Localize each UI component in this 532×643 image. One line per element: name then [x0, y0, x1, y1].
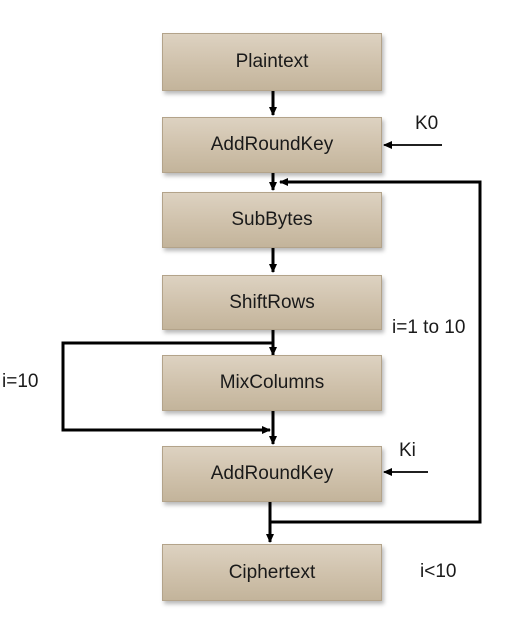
key-k0-label: K0	[415, 113, 439, 134]
round-range-label: i=1 to 10	[392, 317, 466, 338]
plaintext-label: Plaintext	[235, 51, 309, 72]
mixcolumns-box: MixColumns	[162, 355, 382, 411]
subbytes-box: SubBytes	[162, 192, 382, 248]
addroundkey-initial-box: AddRoundKey	[162, 117, 382, 173]
ciphertext-label: Ciphertext	[228, 561, 316, 583]
key-ki-label: Ki	[399, 440, 416, 461]
plaintext-box: Plaintext	[162, 33, 382, 91]
addroundkey-round-box: AddRoundKey	[162, 446, 382, 502]
shiftrows-box: ShiftRows	[162, 275, 382, 330]
loop-back-line	[270, 178, 482, 524]
mixcolumns-label: MixColumns	[219, 372, 325, 393]
ciphertext-box: Ciphertext	[162, 544, 382, 601]
addroundkey-initial-label: AddRoundKey	[210, 134, 334, 155]
bypass-line-i10	[61, 341, 273, 434]
final-round-label: i=10	[2, 371, 39, 392]
addroundkey-round-label: AddRoundKey	[210, 463, 334, 484]
subbytes-label: SubBytes	[231, 209, 313, 230]
loop-condition-label: i<10	[420, 561, 457, 582]
shiftrows-label: ShiftRows	[229, 291, 315, 313]
